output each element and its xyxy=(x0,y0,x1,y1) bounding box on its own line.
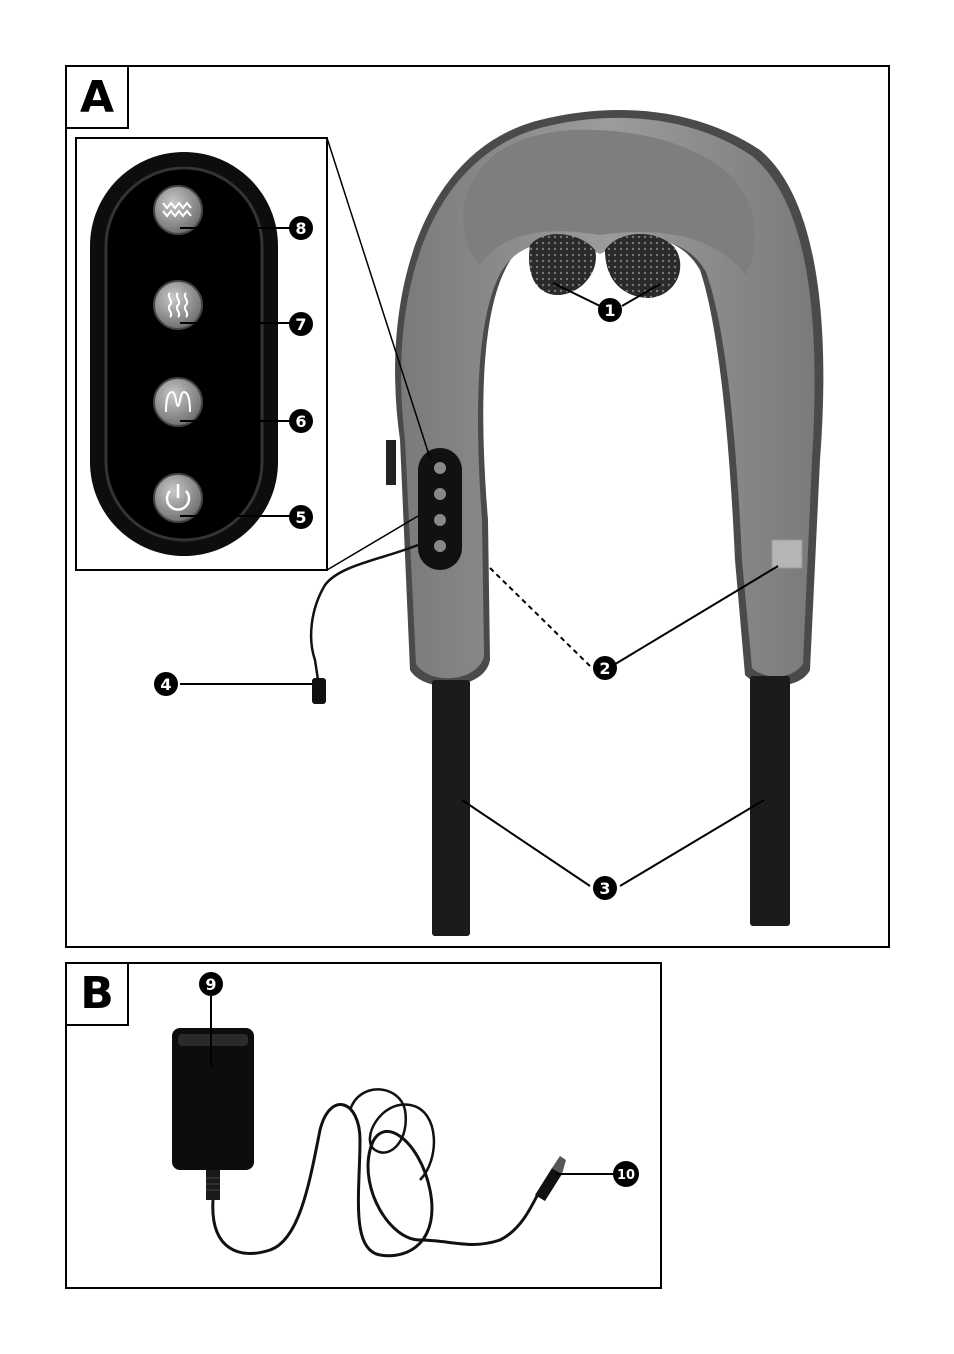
callout-7-text: 7 xyxy=(295,315,306,334)
adapter-cable xyxy=(213,1105,540,1256)
heat-button xyxy=(154,281,202,329)
callout-7: 7 xyxy=(289,312,313,336)
massage-node-right xyxy=(605,234,680,298)
callout-1-text: 1 xyxy=(604,301,615,320)
device-button-power xyxy=(434,462,446,474)
callout-9: 9 xyxy=(199,972,223,996)
power-adapter xyxy=(172,1028,254,1200)
callout-4: 4 xyxy=(154,672,178,696)
device-button-wave xyxy=(434,540,446,552)
callout-5: 5 xyxy=(289,505,313,529)
neck-massager xyxy=(386,110,823,686)
callout-2-text: 2 xyxy=(599,659,610,678)
callout-8: 8 xyxy=(289,216,313,240)
dc-plug xyxy=(535,1156,566,1201)
massage-node-left xyxy=(529,234,596,295)
callout-8-text: 8 xyxy=(295,219,306,238)
dc-plug-socket xyxy=(312,678,326,704)
callout-3-text: 3 xyxy=(599,879,610,898)
controller-inset xyxy=(76,138,327,570)
callout-9-text: 9 xyxy=(205,975,216,994)
panel-b-letter: B xyxy=(80,968,114,1019)
strap-left xyxy=(432,680,470,936)
callout-2: 2 xyxy=(593,656,617,680)
panel-a-letter: A xyxy=(80,72,114,123)
device-button-direction xyxy=(434,488,446,500)
direction-button xyxy=(154,378,202,426)
fabric-label-patch xyxy=(772,540,802,568)
callout-5-text: 5 xyxy=(295,508,306,527)
callout-6-text: 6 xyxy=(295,412,306,431)
callout-10-text: 10 xyxy=(617,1168,635,1183)
device-controller xyxy=(418,448,462,570)
zoom-line-bottom xyxy=(327,516,418,570)
callout-4-text: 4 xyxy=(160,675,171,694)
device-button-heat xyxy=(434,514,446,526)
callout-1: 1 xyxy=(598,298,622,322)
panel-b: B 9 10 xyxy=(66,963,661,1288)
wave-button xyxy=(154,186,202,234)
side-tag xyxy=(386,440,396,485)
callout-6: 6 xyxy=(289,409,313,433)
strap-right xyxy=(750,676,790,926)
callout-3: 3 xyxy=(593,876,617,900)
power-button xyxy=(154,474,202,522)
panel-a: A xyxy=(66,66,889,947)
callout-10: 10 xyxy=(613,1161,639,1187)
